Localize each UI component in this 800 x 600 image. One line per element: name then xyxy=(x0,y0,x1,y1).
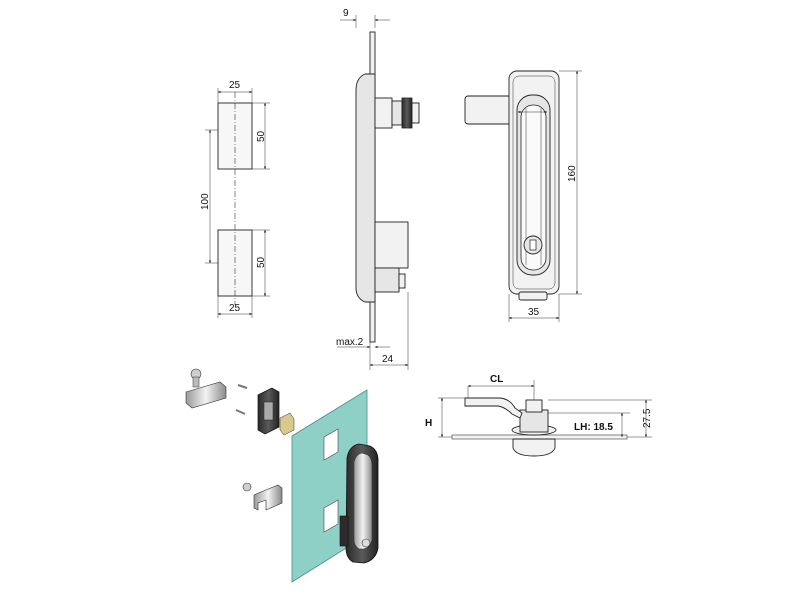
dim-lever-cl: CL xyxy=(490,374,503,385)
dim-cutout-width-top: 25 xyxy=(229,80,241,91)
dim-lever-lh: LH: 18.5 xyxy=(574,422,613,433)
lever-panel xyxy=(451,434,628,440)
lever-detail: CL H LH: 18.5 27.5 xyxy=(425,374,653,457)
exploded-view xyxy=(185,368,379,583)
dim-cutout-height-bottom: 50 xyxy=(256,256,267,268)
side-housing xyxy=(374,221,409,269)
dim-cutout-spacing: 100 xyxy=(200,193,211,210)
dim-side-max: max.2 xyxy=(336,337,364,348)
cam-plate xyxy=(185,381,227,409)
dim-cutout-width-bottom: 25 xyxy=(229,303,241,314)
dim-front-width: 35 xyxy=(528,307,540,318)
dim-lever-height-total: 27.5 xyxy=(642,408,653,428)
side-escutcheon xyxy=(355,73,376,303)
side-mechanism-top xyxy=(374,97,393,129)
front-view: 160 35 xyxy=(464,70,582,322)
side-view: 9 max.2 24 xyxy=(336,8,420,370)
dim-side-depth: 24 xyxy=(382,354,394,365)
dim-side-top: 9 xyxy=(343,8,349,19)
bottom-bracket xyxy=(253,484,283,511)
cutout-view: 25 50 100 50 25 xyxy=(200,80,270,318)
dim-front-height: 160 xyxy=(567,165,578,182)
front-lever xyxy=(464,95,512,125)
dim-lever-h: H xyxy=(425,418,432,429)
lever-housing xyxy=(512,438,556,457)
dim-cutout-height-top: 50 xyxy=(256,130,267,142)
lever-arm xyxy=(464,397,523,419)
